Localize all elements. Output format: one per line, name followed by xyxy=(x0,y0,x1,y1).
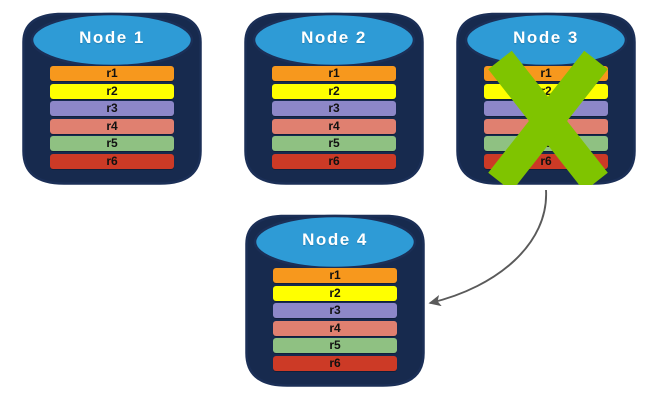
data-row-r2: r2 xyxy=(272,83,396,99)
data-row-r5: r5 xyxy=(272,136,396,151)
data-row-r2: r2 xyxy=(273,285,397,301)
data-row-r4: r4 xyxy=(484,118,608,134)
data-row-r1: r1 xyxy=(273,268,397,283)
cylinder-top-ellipse xyxy=(252,12,416,68)
data-row-r3: r3 xyxy=(484,101,608,116)
data-row-r5: r5 xyxy=(50,136,174,151)
data-row-r2: r2 xyxy=(50,83,174,99)
data-row-r6: r6 xyxy=(273,355,397,371)
data-row-r4: r4 xyxy=(272,118,396,134)
data-row-r4: r4 xyxy=(273,320,397,336)
data-row-r4: r4 xyxy=(50,118,174,134)
data-row-r5: r5 xyxy=(273,338,397,353)
cylinder-top-ellipse xyxy=(30,12,194,68)
data-row-r6: r6 xyxy=(50,153,174,169)
data-row-r3: r3 xyxy=(272,101,396,116)
data-row-r1: r1 xyxy=(50,66,174,81)
data-row-r5: r5 xyxy=(484,136,608,151)
cylinder-top-ellipse xyxy=(464,12,628,68)
data-row-r6: r6 xyxy=(272,153,396,169)
data-row-r1: r1 xyxy=(484,66,608,81)
data-row-r1: r1 xyxy=(272,66,396,81)
data-row-r3: r3 xyxy=(273,303,397,318)
data-row-r3: r3 xyxy=(50,101,174,116)
data-row-r6: r6 xyxy=(484,153,608,169)
data-row-r2: r2 xyxy=(484,83,608,99)
cylinder-top-ellipse xyxy=(253,214,417,270)
